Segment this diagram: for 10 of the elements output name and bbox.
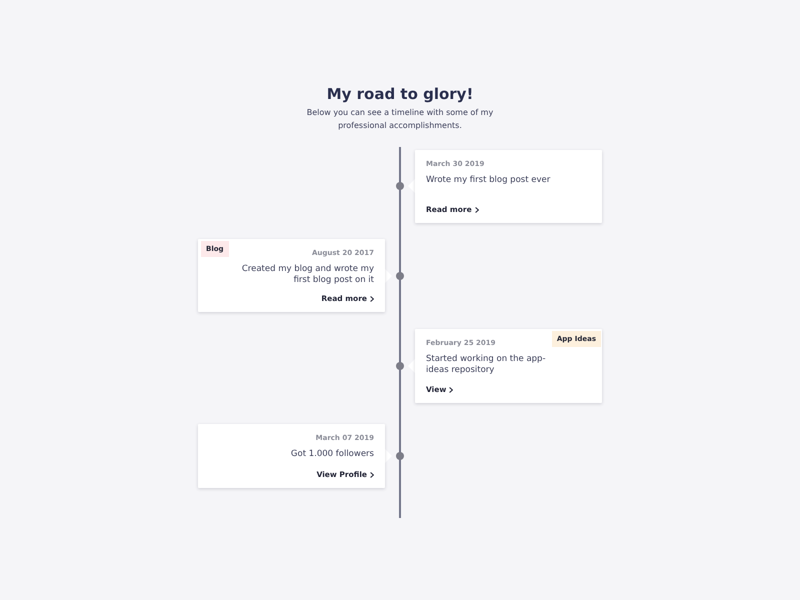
description-text: Got 1.000 followers bbox=[290, 449, 374, 460]
timeline-card bbox=[198, 424, 385, 488]
description-text: Wrote my first blog post ever bbox=[426, 175, 550, 186]
timeline-card bbox=[198, 239, 385, 312]
description-text: Started working on the app-ideas repository bbox=[426, 354, 547, 376]
subtitle: Below you can see a timeline with some of my professional accomplishments. bbox=[306, 107, 494, 132]
timeline-card bbox=[415, 329, 602, 403]
title: My road to glory! bbox=[326, 84, 474, 104]
timeline-card bbox=[415, 150, 602, 223]
description-text: Created my blog and wrote my first blog post on it bbox=[240, 264, 374, 286]
